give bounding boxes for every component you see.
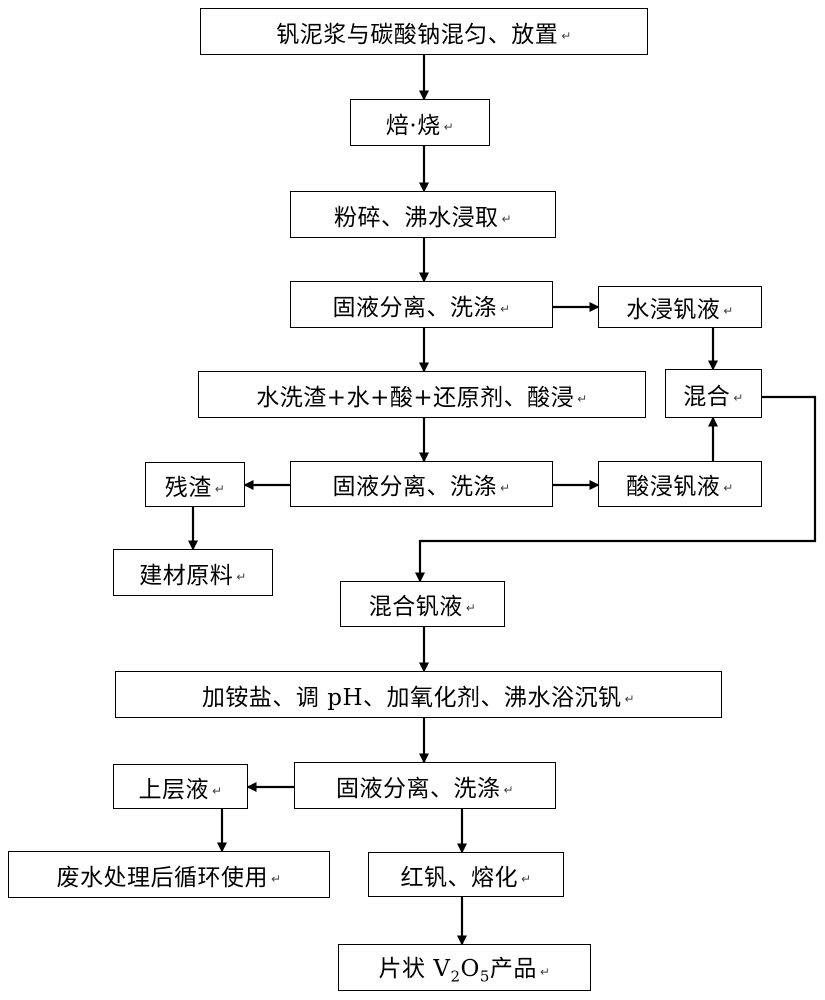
paragraph-mark-icon: ↵ xyxy=(211,783,223,798)
node-label: 水浸钒液 xyxy=(626,297,721,323)
paragraph-mark-icon: ↵ xyxy=(733,390,744,405)
node-label: 加铵盐、调 pH、加氧化剂、沸水浴沉钒 xyxy=(201,684,622,711)
paragraph-mark-icon: ↵ xyxy=(577,391,588,406)
node-separation-2: 固液分离、洗涤↵ xyxy=(290,461,553,507)
node-acid-leach: 水洗渣+水+酸+还原剂、酸浸↵ xyxy=(198,371,646,418)
node-label: 水洗渣+水+酸+还原剂、酸浸 xyxy=(256,384,575,411)
node-crush-leach: 粉碎、沸水浸取↵ xyxy=(290,191,556,238)
paragraph-mark-icon: ↵ xyxy=(723,304,734,318)
product-oxygen: O xyxy=(460,956,480,983)
node-label: 建材原料 xyxy=(139,562,234,589)
paragraph-mark-icon: ↵ xyxy=(236,569,247,584)
node-label: 残渣 xyxy=(164,474,212,501)
node-label: 酸浸钒液 xyxy=(626,474,721,500)
paragraph-mark-icon: ↵ xyxy=(503,782,515,797)
node-wastewater: 废水处理后循环使用↵ xyxy=(8,851,330,898)
node-label: 固液分离、洗涤 xyxy=(332,474,497,500)
node-precipitate: 加铵盐、调 pH、加氧化剂、沸水浴沉钒↵ xyxy=(115,671,722,718)
paragraph-mark-icon: ↵ xyxy=(270,871,282,886)
node-label: 焙·烧 xyxy=(385,112,441,139)
paragraph-mark-icon: ↵ xyxy=(501,211,513,226)
product-suffix: 产品 xyxy=(489,956,537,983)
node-mixed-liquor: 混合钒液↵ xyxy=(340,581,505,627)
node-water-leach-liquor: 水浸钒液↵ xyxy=(598,286,762,328)
node-separation-1: 固液分离、洗涤↵ xyxy=(290,281,553,328)
node-label: 废水处理后循环使用 xyxy=(56,864,268,891)
node-label: 固液分离、洗涤 xyxy=(332,294,497,321)
paragraph-mark-icon: ↵ xyxy=(520,871,532,886)
node-label: 上层液 xyxy=(138,776,209,803)
node-label: 片状 V2O5产品 xyxy=(379,949,537,986)
paragraph-mark-icon: ↵ xyxy=(723,481,734,495)
node-residue: 残渣↵ xyxy=(145,462,245,507)
paragraph-mark-icon: ↵ xyxy=(561,28,572,43)
node-supernatant: 上层液↵ xyxy=(113,764,248,809)
paragraph-mark-icon: ↵ xyxy=(499,301,511,316)
node-mix-slurry: 钒泥浆与碳酸钠混匀、放置↵ xyxy=(200,8,648,55)
node-product: 片状 V2O5产品↵ xyxy=(338,944,591,991)
paragraph-mark-icon: ↵ xyxy=(465,601,477,615)
paragraph-mark-icon: ↵ xyxy=(624,691,636,706)
node-label: 钒泥浆与碳酸钠混匀、放置 xyxy=(276,21,559,48)
node-separation-3: 固液分离、洗涤↵ xyxy=(294,762,556,809)
paragraph-mark-icon: ↵ xyxy=(214,481,226,496)
product-prefix: 片状 V xyxy=(378,956,451,983)
node-label: 混合钒液 xyxy=(368,594,463,620)
node-building-material: 建材原料↵ xyxy=(113,549,273,596)
node-red-vanadium: 红钒、熔化↵ xyxy=(368,852,564,897)
node-label: 混合 xyxy=(683,383,731,410)
node-roast: 焙·烧↵ xyxy=(350,99,490,146)
node-label: 固液分离、洗涤 xyxy=(335,775,501,802)
product-subscript-2: 2 xyxy=(450,967,461,986)
node-acid-leach-liquor: 酸浸钒液↵ xyxy=(598,461,762,507)
arrow-mix-to-mixed-liquor xyxy=(415,395,817,583)
product-subscript-5: 5 xyxy=(479,967,490,986)
node-mix: 混合↵ xyxy=(665,369,762,418)
paragraph-mark-icon: ↵ xyxy=(539,964,551,979)
node-label: 红钒、熔化 xyxy=(400,864,518,891)
paragraph-mark-icon: ↵ xyxy=(443,119,455,134)
node-label: 粉碎、沸水浸取 xyxy=(333,204,499,231)
paragraph-mark-icon: ↵ xyxy=(499,481,511,495)
